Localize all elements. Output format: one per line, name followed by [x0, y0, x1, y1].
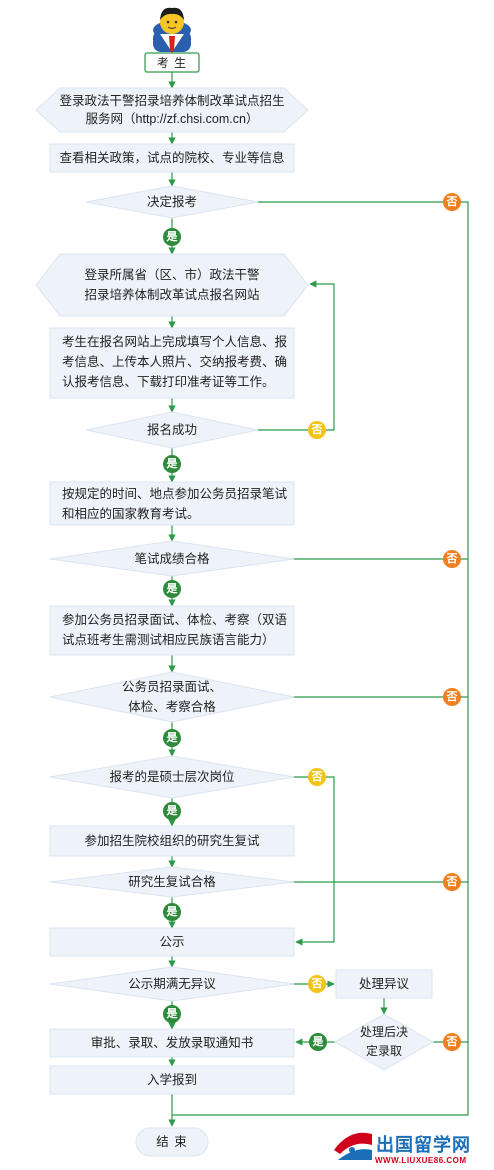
publicity-text: 公示 [50, 928, 294, 956]
start-label: 考 生 [145, 53, 199, 72]
person-icon [153, 7, 191, 53]
end-label: 结 束 [156, 1135, 188, 1149]
box-admission [49, 1028, 295, 1058]
no-badge-after-handling: 否 [443, 1033, 461, 1051]
yes-badge-apply: 是 [163, 228, 181, 246]
retest-text: 参加招生院校组织的研究生复试 [50, 826, 294, 856]
no-badge-apply: 否 [443, 193, 461, 211]
login-national-line-1: 登录政法干警招录培养体制改革试点招生 [59, 94, 285, 108]
diamond-retest-pass [49, 866, 295, 898]
no-badge-written: 否 [443, 550, 461, 568]
admission-label: 审批、录取、发放录取通知书 [90, 1036, 254, 1050]
retest-label: 参加招生院校组织的研究生复试 [84, 834, 260, 848]
handle-objection-label: 处理异议 [358, 977, 409, 991]
no-badge-reg: 否 [308, 421, 326, 439]
decide-apply-label: 决定报考 [146, 195, 197, 209]
yes-badge-written: 是 [163, 580, 181, 598]
interview-pass-line-1: 公务员招录面试、 [121, 680, 222, 694]
end-text: 结 束 [136, 1128, 208, 1156]
interview-line-2: 试点班考生需测试相应民族语言能力） [62, 633, 275, 647]
hexagon-login-national [35, 87, 309, 133]
box-enroll [49, 1065, 295, 1095]
decide-apply-text: 决定报考 [86, 186, 258, 218]
no-badge-objection: 否 [308, 975, 326, 993]
written-exam-text: 按规定的时间、地点参加公务员招录笔试 和相应的国家教育考试。 [62, 484, 292, 524]
fill-info-line-3: 认报考信息、下载打印准考证等工作。 [62, 375, 275, 389]
box-retest [49, 825, 295, 857]
diamond-interview-pass [49, 671, 295, 723]
master-label: 报考的是硕士层次岗位 [109, 770, 235, 784]
retest-pass-text: 研究生复试合格 [50, 867, 294, 897]
box-view-policy [49, 143, 295, 173]
yes-badge-master: 是 [163, 802, 181, 820]
no-badge-interview: 否 [443, 688, 461, 706]
written-exam-line-2: 和相应的国家教育考试。 [62, 507, 200, 521]
start-terminal-shape [144, 52, 200, 73]
yes-badge-after-handling: 是 [309, 1033, 327, 1051]
login-province-line-1: 登录所属省（区、市）政法干警 [84, 268, 260, 282]
hexagon-login-province [35, 253, 309, 317]
box-fill-info [49, 327, 295, 399]
after-handling-line-2: 定录取 [365, 1044, 402, 1058]
handle-objection-text: 处理异议 [336, 970, 432, 998]
written-pass-text: 笔试成绩合格 [50, 541, 294, 576]
logo-name: 出国留学网 [376, 1135, 471, 1155]
view-policy-label: 查看相关政策，试点的院校、专业等信息 [59, 151, 285, 165]
login-province-line-2: 招录培养体制改革试点报名网站 [84, 288, 260, 302]
view-policy-text: 查看相关政策，试点的院校、专业等信息 [50, 144, 294, 172]
yes-badge-objection: 是 [163, 1005, 181, 1023]
diamond-no-objection [49, 966, 295, 1002]
reg-success-label: 报名成功 [146, 423, 197, 437]
node-shapes [35, 87, 435, 1157]
start-label-text: 考 生 [156, 55, 188, 70]
login-national-text: 登录政法干警招录培养体制改革试点招生 服务网（http://zf.chsi.co… [40, 90, 304, 130]
interview-line-1: 参加公务员招录面试、体检、考察（双语 [62, 613, 288, 627]
publicity-label: 公示 [159, 935, 185, 949]
box-written-exam [49, 481, 295, 526]
box-handle-objection [335, 969, 433, 999]
yes-badge-retest: 是 [163, 903, 181, 921]
enroll-label: 入学报到 [146, 1073, 197, 1087]
retest-pass-label: 研究生复试合格 [128, 875, 216, 889]
box-interview [49, 605, 295, 656]
logo-url: WWW.LIUXUE86.COM [375, 1156, 467, 1165]
box-publicity [49, 927, 295, 957]
yes-badge-reg: 是 [163, 455, 181, 473]
interview-pass-text: 公务员招录面试、 体检、考察合格 [50, 676, 294, 718]
fill-info-text: 考生在报名网站上完成填写个人信息、报 考信息、上传本人照片、交纳报考费、确 认报… [62, 332, 292, 394]
no-objection-label: 公示期满无异议 [128, 977, 216, 991]
written-exam-line-1: 按规定的时间、地点参加公务员招录笔试 [62, 487, 288, 501]
interview-pass-line-2: 体检、考察合格 [128, 700, 216, 714]
enroll-text: 入学报到 [50, 1066, 294, 1094]
fill-info-line-1: 考生在报名网站上完成填写个人信息、报 [62, 335, 288, 349]
diamond-reg-success [85, 411, 259, 449]
no-badge-retest: 否 [443, 873, 461, 891]
no-badge-master: 否 [308, 768, 326, 786]
end-terminal-shape [135, 1127, 209, 1157]
diamond-master [49, 755, 295, 799]
after-handling-line-1: 处理后决 [359, 1025, 408, 1039]
diamond-written-pass [49, 540, 295, 577]
diamond-after-handling [333, 1013, 435, 1071]
no-objection-text: 公示期满无异议 [50, 967, 294, 1001]
fill-info-line-2: 考信息、上传本人照片、交纳报考费、确 [62, 355, 288, 369]
reg-success-text: 报名成功 [86, 412, 258, 448]
yes-badge-interview: 是 [163, 729, 181, 747]
after-handling-text: 处理后决 定录取 [345, 1022, 423, 1062]
admission-text: 审批、录取、发放录取通知书 [50, 1029, 294, 1057]
login-national-line-2: 服务网（http://zf.chsi.com.cn） [85, 112, 259, 126]
interview-text: 参加公务员招录面试、体检、考察（双语 试点班考生需测试相应民族语言能力） [62, 610, 292, 652]
master-text: 报考的是硕士层次岗位 [50, 756, 294, 798]
written-pass-label: 笔试成绩合格 [134, 551, 210, 566]
login-province-text: 登录所属省（区、市）政法干警 招录培养体制改革试点报名网站 [40, 262, 304, 308]
logo-mark [334, 1132, 372, 1160]
diamond-decide-apply [85, 185, 259, 219]
